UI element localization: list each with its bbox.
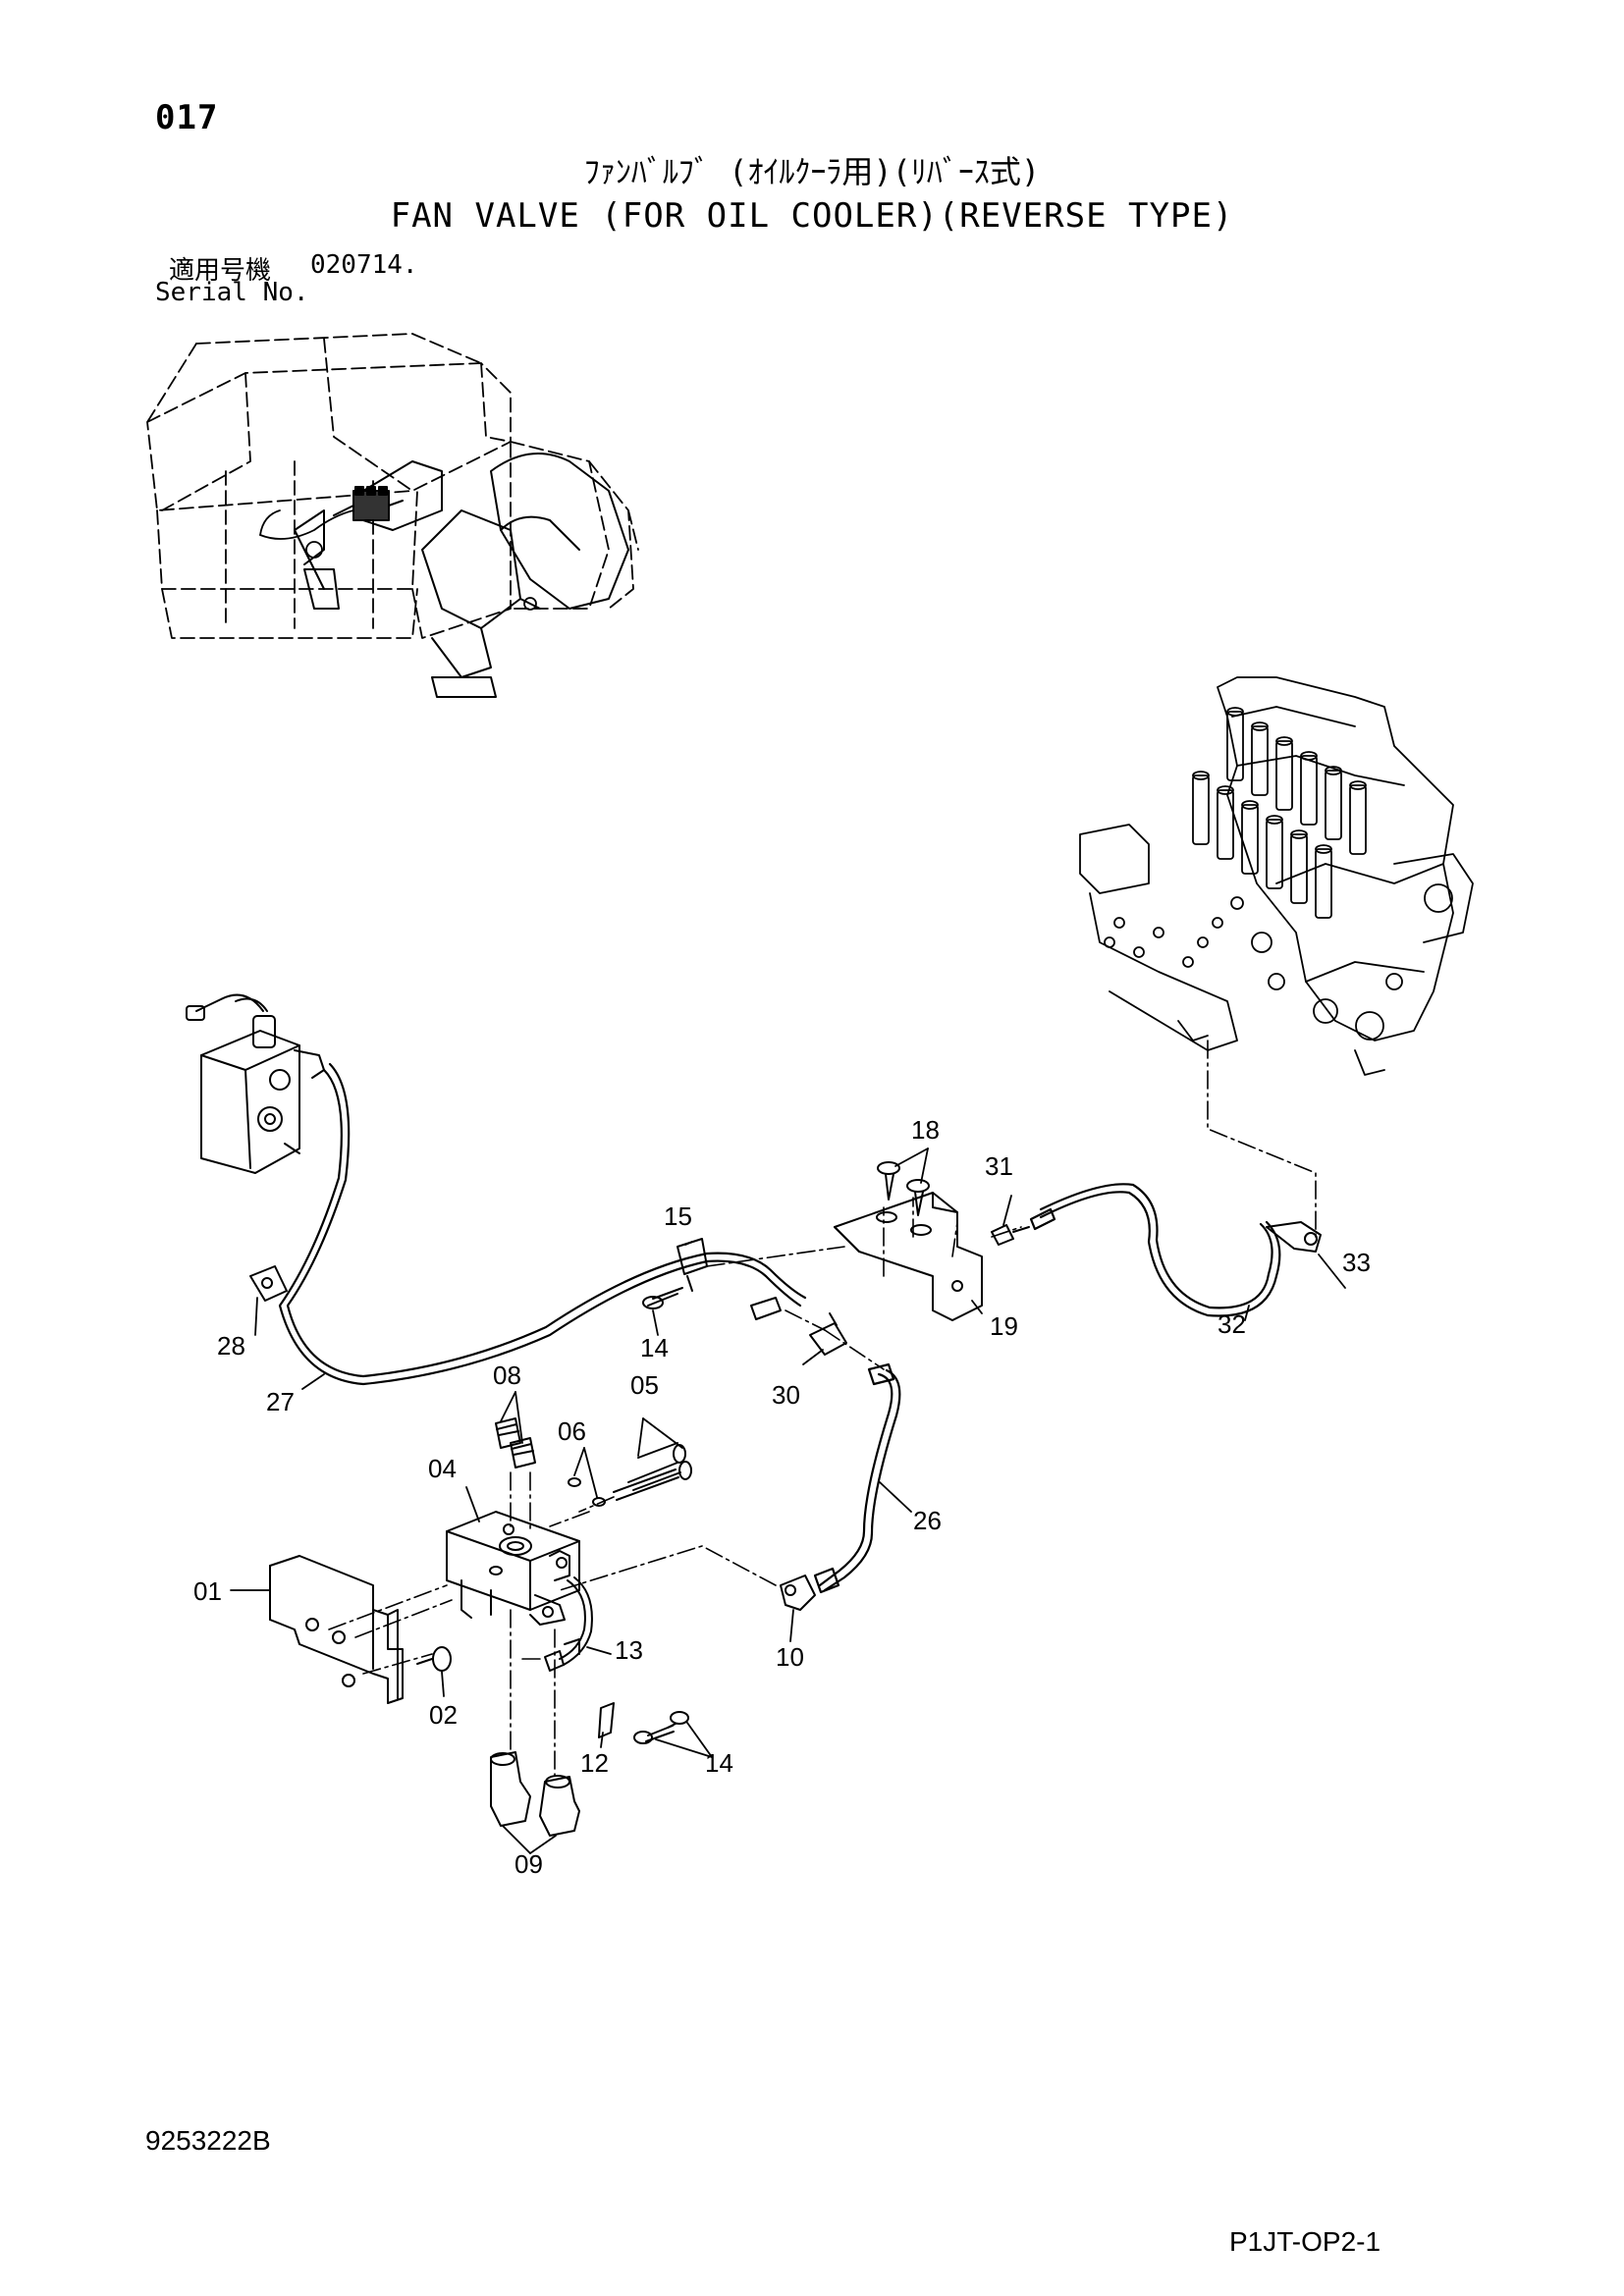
bolts-18 — [877, 1161, 930, 1216]
callout-19: 19 — [990, 1311, 1018, 1341]
callout-18: 18 — [911, 1115, 940, 1145]
callout-10: 10 — [776, 1642, 804, 1672]
callout-33: 33 — [1342, 1248, 1371, 1277]
solenoid-valve-illustration — [186, 993, 325, 1174]
connector-31 — [991, 1224, 1030, 1246]
serial-label-english: Serial No. — [155, 278, 309, 307]
hose-end-27 — [750, 1297, 782, 1320]
serial-value: 020714. — [310, 250, 418, 280]
callout-31: 31 — [985, 1151, 1013, 1181]
page-code: P1JT-OP2-1 — [1229, 2226, 1381, 2257]
callout-13: 13 — [615, 1635, 643, 1665]
leader-lines — [230, 1148, 1346, 1854]
callout-26: 26 — [913, 1506, 942, 1535]
clamp-12 — [598, 1702, 615, 1738]
machine-overview-illustration — [146, 333, 639, 698]
hose-32 — [1029, 1183, 1281, 1317]
callout-05: 05 — [630, 1370, 659, 1400]
short-hose-13 — [544, 1576, 593, 1672]
callout-12: 12 — [580, 1748, 609, 1778]
bracket-19 — [834, 1192, 983, 1321]
title-japanese: ﾌｧﾝﾊﾞﾙﾌﾞ (ｵｲﾙｸｰﾗ用)(ﾘﾊﾞｰｽ式) — [583, 153, 1041, 190]
callout-04: 04 — [428, 1454, 457, 1483]
hose-26 — [813, 1362, 901, 1594]
document-number: 9253222B — [145, 2125, 271, 2156]
fan-valve-location-highlight — [333, 486, 404, 521]
bolt-14-upper — [642, 1287, 683, 1309]
callout-labels: 18 31 15 33 32 19 14 28 27 30 08 05 06 0… — [193, 1115, 1371, 1879]
centerlines-bracket-01 — [328, 1584, 453, 1675]
callout-14-upper: 14 — [640, 1333, 669, 1362]
centerline-control-valve-to-fitting — [1207, 1040, 1317, 1238]
centerlines-fittings-09 — [510, 1609, 556, 1776]
valve-block-04 — [446, 1511, 580, 1626]
page-number: 017 — [155, 98, 219, 137]
bolts-14-lower — [633, 1711, 689, 1744]
callout-09: 09 — [514, 1849, 543, 1879]
callout-06: 06 — [558, 1416, 586, 1446]
callout-15: 15 — [664, 1201, 692, 1231]
callout-02: 02 — [429, 1700, 458, 1730]
callout-27: 27 — [266, 1387, 295, 1416]
callout-01: 01 — [193, 1576, 222, 1606]
centerlines-bracket — [706, 1197, 1022, 1370]
bolt-02 — [416, 1646, 452, 1672]
bracket-01 — [269, 1555, 404, 1704]
washers-06 — [568, 1477, 606, 1507]
serial-label-japanese: 適用号機 — [169, 256, 272, 286]
clamp-28 — [249, 1265, 288, 1302]
elbow-fitting-10 — [780, 1575, 816, 1611]
hose-27 — [278, 1062, 807, 1386]
callout-14-lower: 14 — [705, 1748, 733, 1778]
control-valve-assembly-illustration — [1079, 676, 1474, 1076]
plugs-08 — [495, 1417, 536, 1468]
fittings-09 — [490, 1751, 580, 1837]
tee-fitting-30 — [809, 1312, 847, 1356]
bolts-05 — [613, 1442, 692, 1501]
centerline-elbow-10-to-block — [559, 1545, 777, 1591]
callout-30: 30 — [772, 1380, 800, 1410]
title-english: FAN VALVE (FOR OIL COOLER)(REVERSE TYPE) — [390, 196, 1234, 236]
callout-32: 32 — [1218, 1309, 1246, 1339]
elbow-fitting-33 — [1266, 1221, 1322, 1253]
callout-08: 08 — [493, 1361, 521, 1390]
callout-28: 28 — [217, 1331, 245, 1361]
